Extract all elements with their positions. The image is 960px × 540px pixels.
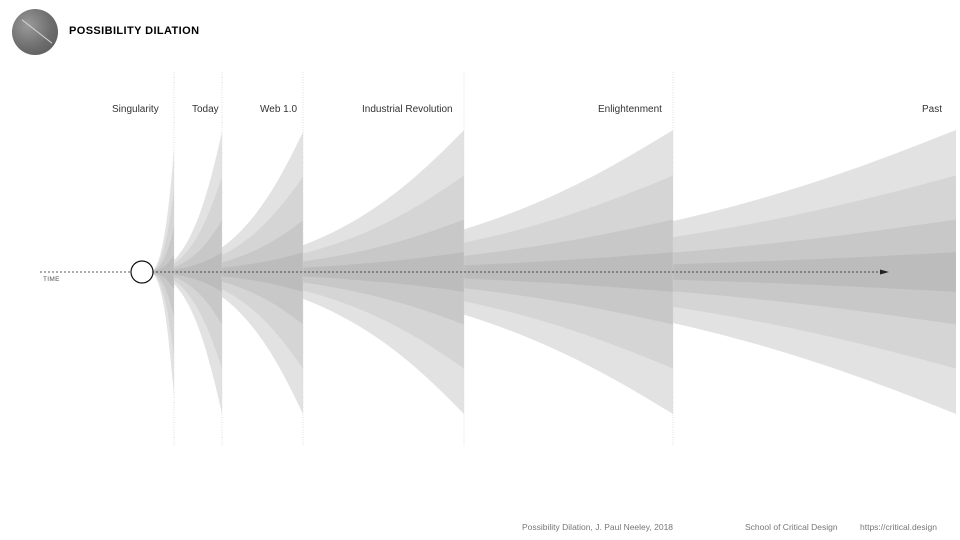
cone-industrial-revolution-band-4 [150,252,464,292]
cone-web-band-4 [150,252,303,292]
footer-organization: School of Critical Design [745,522,838,532]
logo-icon [12,9,58,55]
era-label-past: Past [922,104,943,115]
era-label-web: Web 1.0 [260,104,298,115]
time-label: TIME [43,276,60,283]
footer-citation: Possibility Dilation, J. Paul Neeley, 20… [522,522,674,532]
era-label-today: Today [192,104,219,115]
footer-url[interactable]: https://critical.design [860,522,938,532]
singularity-circle [130,260,154,284]
era-label-industrial-revolution: Industrial Revolution [362,104,453,115]
time-arrow-icon [880,269,889,275]
era-label-enlightenment: Enlightenment [598,104,662,115]
page-title: POSSIBILITY DILATION [69,25,200,37]
era-label-singularity: Singularity [112,104,159,115]
